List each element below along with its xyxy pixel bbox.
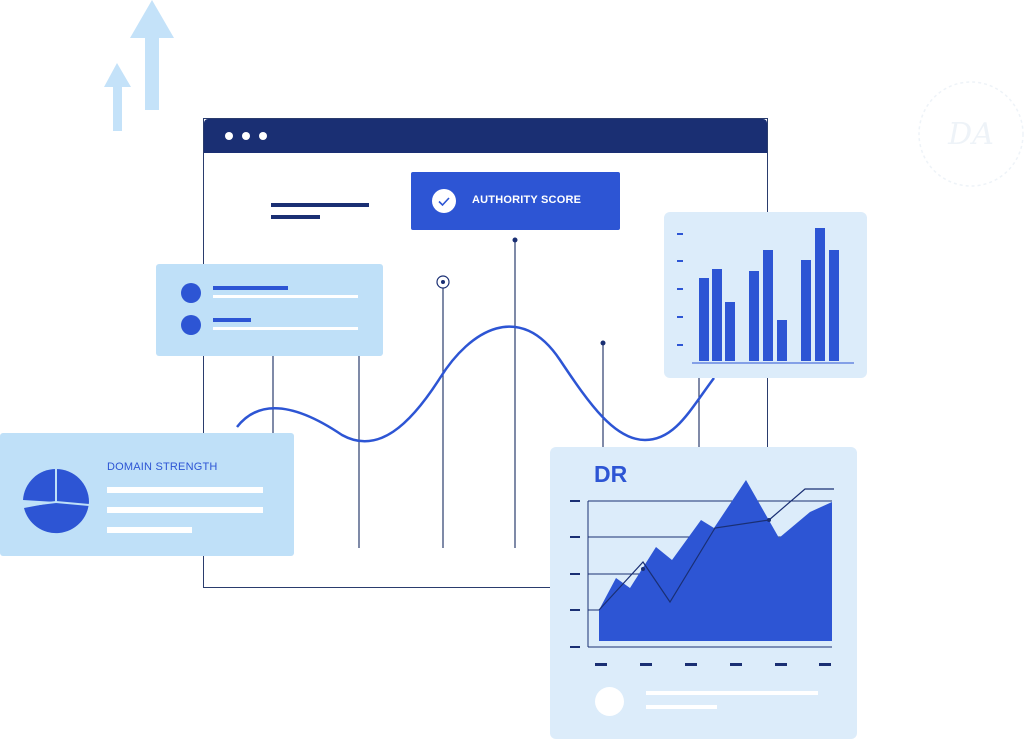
heading-placeholder-line	[271, 215, 320, 219]
data-point	[641, 567, 645, 571]
y-tick	[677, 316, 683, 318]
y-tick	[570, 609, 580, 611]
list-line	[213, 318, 251, 322]
y-tick	[677, 344, 683, 346]
text-line	[107, 487, 263, 493]
dr-chart-card: DR	[550, 447, 857, 739]
watermark-seal: DA	[918, 81, 1024, 187]
dr-label: DR	[594, 461, 628, 487]
trend-curve	[236, 325, 716, 443]
bar	[725, 302, 735, 361]
y-tick	[677, 288, 683, 290]
window-dot	[225, 132, 233, 140]
y-tick	[677, 260, 683, 262]
authority-score-badge: AUTHORITY SCORE	[411, 172, 620, 230]
y-tick	[677, 233, 683, 235]
connector-dot	[600, 340, 606, 346]
x-tick	[775, 663, 787, 666]
x-tick	[730, 663, 742, 666]
browser-titlebar	[204, 119, 767, 153]
window-dot	[259, 132, 267, 140]
target-icon	[436, 275, 450, 289]
bar	[815, 228, 825, 361]
text-line	[107, 507, 263, 513]
list-line	[213, 286, 288, 290]
pie-chart-icon	[22, 469, 90, 534]
list-card	[156, 264, 383, 356]
domain-strength-label: DOMAIN STRENGTH	[107, 461, 218, 473]
avatar	[595, 687, 624, 716]
authority-score-label: AUTHORITY SCORE	[472, 194, 582, 206]
list-bullet	[181, 315, 201, 335]
x-tick	[640, 663, 652, 666]
y-tick	[570, 500, 580, 502]
arrow-up-icon	[104, 0, 174, 131]
area-series	[599, 480, 832, 641]
list-line	[213, 295, 358, 298]
data-point	[767, 518, 771, 522]
domain-strength-card: DOMAIN STRENGTH	[0, 433, 294, 556]
bar	[763, 250, 773, 361]
bar	[749, 271, 759, 361]
check-icon	[432, 189, 456, 213]
bar	[777, 320, 787, 361]
y-tick	[570, 646, 580, 648]
x-tick	[819, 663, 831, 666]
text-line	[107, 527, 192, 533]
text-line	[646, 705, 717, 709]
svg-text:DA: DA	[947, 117, 994, 152]
window-dot	[242, 132, 250, 140]
bar	[829, 250, 839, 361]
list-line	[213, 327, 358, 330]
bar-chart-card	[664, 212, 867, 378]
line-series	[598, 488, 834, 611]
list-bullet	[181, 283, 201, 303]
heading-placeholder-line	[271, 203, 369, 207]
x-tick	[595, 663, 607, 666]
text-line	[646, 691, 818, 695]
x-tick	[685, 663, 697, 666]
bar	[801, 260, 811, 361]
bar-chart	[677, 228, 854, 364]
y-tick	[570, 536, 580, 538]
dr-area-chart	[570, 480, 834, 666]
bar	[699, 278, 709, 361]
bar	[712, 269, 722, 361]
y-tick	[570, 573, 580, 575]
connector-dot	[512, 237, 518, 243]
